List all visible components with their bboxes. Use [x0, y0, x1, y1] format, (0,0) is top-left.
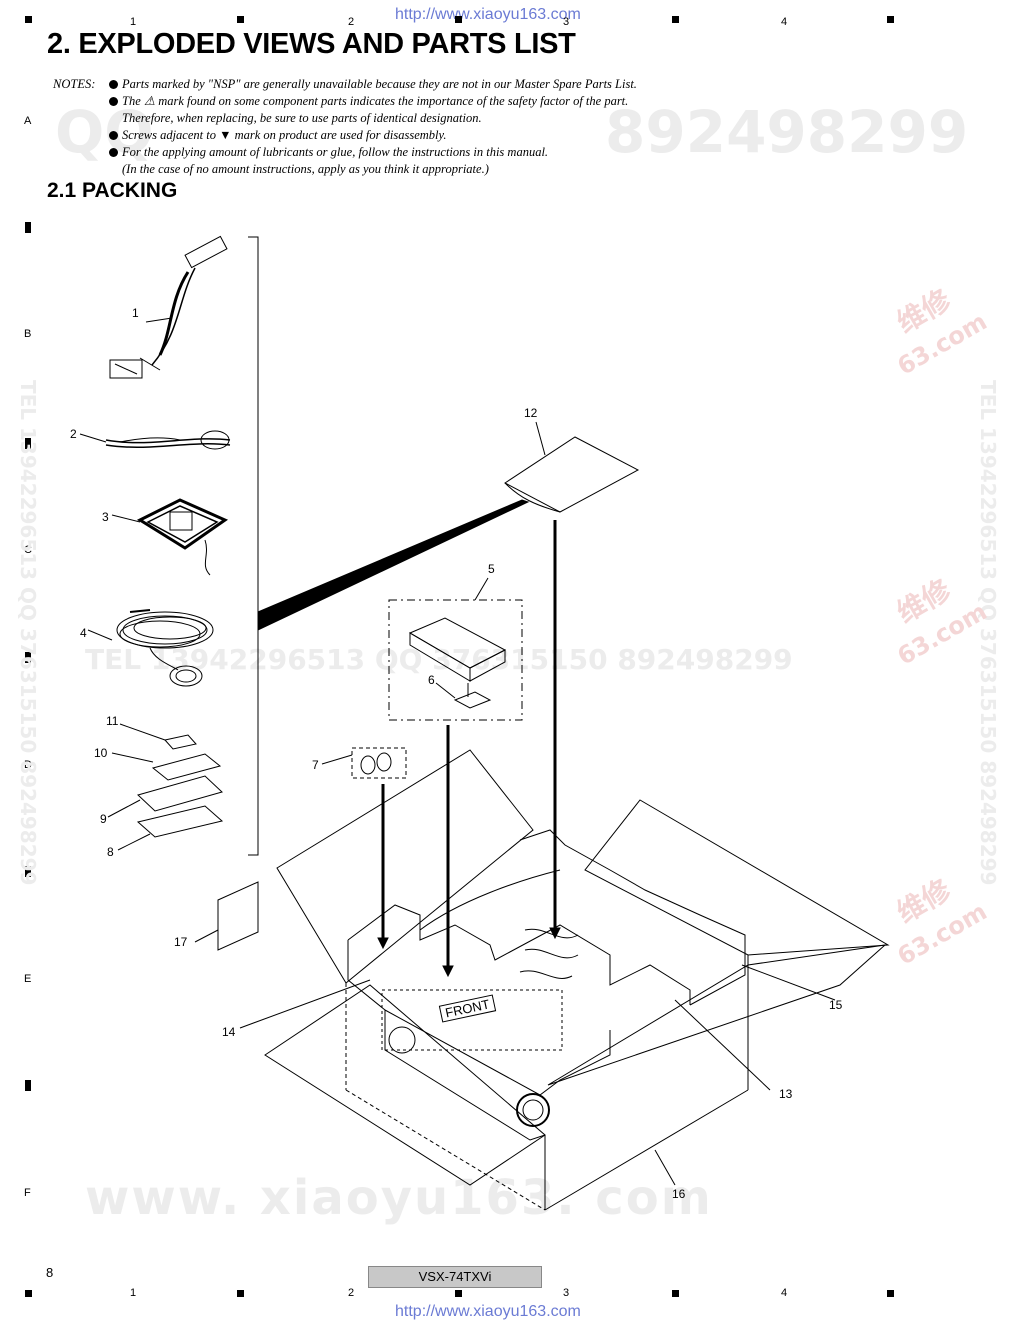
grid-marker — [237, 1290, 244, 1297]
row-letter: E — [24, 973, 32, 985]
part-4-microphone — [87, 609, 214, 687]
callout-17: 17 — [174, 935, 188, 949]
bullet-icon — [109, 80, 118, 89]
row-letter: D — [24, 759, 32, 771]
part-17-sheet — [194, 881, 259, 951]
section-heading: 2.1 PACKING — [47, 179, 178, 202]
callout-6: 6 — [428, 673, 435, 687]
callout-14: 14 — [222, 1025, 236, 1039]
row-letter: C — [24, 544, 32, 556]
callout-13: 13 — [779, 1087, 793, 1101]
part-1-cable — [109, 235, 228, 379]
row-letter: B — [24, 328, 32, 340]
part-16-box — [264, 749, 890, 1211]
callout-15: 15 — [829, 998, 843, 1012]
note-item: Parts marked by "NSP" are generally unav… — [109, 76, 637, 93]
column-number: 4 — [781, 1287, 788, 1299]
callout-3: 3 — [102, 510, 109, 524]
column-number: 2 — [348, 16, 355, 28]
leader-13 — [674, 999, 771, 1091]
leader-15 — [741, 964, 836, 1001]
grid-marker — [25, 438, 31, 449]
notes-label: NOTES: — [53, 77, 96, 91]
grid-marker — [25, 16, 32, 23]
column-number: 4 — [781, 16, 788, 28]
part-12-bag — [504, 421, 640, 940]
callout-1: 1 — [132, 306, 139, 320]
note-item-continued: Therefore, when replacing, be sure to us… — [122, 111, 482, 125]
column-number: 1 — [130, 1287, 137, 1299]
part-2-cord — [79, 430, 231, 450]
grid-marker — [25, 1290, 32, 1297]
watermark-qq-number: 892498299 — [605, 98, 969, 166]
callout-2: 2 — [70, 427, 77, 441]
callout-16: 16 — [672, 1187, 686, 1201]
column-number: 2 — [348, 1287, 355, 1299]
grid-marker — [887, 16, 894, 23]
watermark-tel: TEL 13942296513 QQ 376315150 892498299 — [85, 643, 793, 676]
note-item-continued: (In the case of no amount instructions, … — [122, 162, 489, 176]
accessory-bracket — [248, 236, 259, 856]
callout-10: 10 — [94, 746, 108, 760]
note-item: For the applying amount of lubricants or… — [109, 144, 548, 161]
watermark-qq: QQ — [55, 98, 154, 166]
callout-9: 9 — [100, 812, 107, 826]
grid-marker — [25, 652, 31, 663]
grid-marker — [25, 1080, 31, 1091]
row-letter: A — [24, 115, 32, 127]
bullet-icon — [109, 97, 118, 106]
row-letter: F — [24, 1187, 31, 1199]
callout-12: 12 — [524, 406, 538, 420]
grid-marker — [455, 16, 462, 23]
grid-marker — [672, 1290, 679, 1297]
part-5-remote — [388, 577, 523, 978]
part-7-batteries — [321, 747, 407, 950]
grid-marker — [25, 222, 31, 233]
watermark-site: www. xiaoyu163. com — [85, 1170, 713, 1226]
note-item: The ⚠ mark found on some component parts… — [109, 93, 628, 110]
packing-foam — [347, 829, 746, 1141]
callout-8: 8 — [107, 845, 114, 859]
source-url-bottom[interactable]: http://www.xiaoyu163.com — [395, 1303, 581, 1320]
leader-14 — [239, 979, 371, 1029]
grid-marker — [25, 866, 31, 877]
source-url-top[interactable]: http://www.xiaoyu163.com — [395, 6, 581, 23]
callout-5: 5 — [488, 562, 495, 576]
grid-marker — [887, 1290, 894, 1297]
note-item: Screws adjacent to ▼ mark on product are… — [109, 127, 447, 144]
part-3-loop-antenna — [111, 498, 229, 576]
grid-marker — [237, 16, 244, 23]
bullet-icon — [109, 131, 118, 140]
parts-8-11-documents — [107, 723, 224, 851]
column-number: 3 — [563, 16, 570, 28]
column-number: 3 — [563, 1287, 570, 1299]
bullet-icon — [109, 148, 118, 157]
grid-marker — [672, 16, 679, 23]
callout-11: 11 — [106, 714, 119, 728]
accessory-wedge — [257, 499, 530, 631]
column-number: 1 — [130, 16, 137, 28]
grid-marker — [455, 1290, 462, 1297]
page-title: 2. EXPLODED VIEWS AND PARTS LIST — [47, 28, 576, 60]
page-number: 8 — [46, 1265, 54, 1280]
callout-7: 7 — [312, 758, 319, 772]
callout-4: 4 — [80, 626, 87, 640]
model-name-badge: VSX-74TXVi — [368, 1266, 542, 1288]
